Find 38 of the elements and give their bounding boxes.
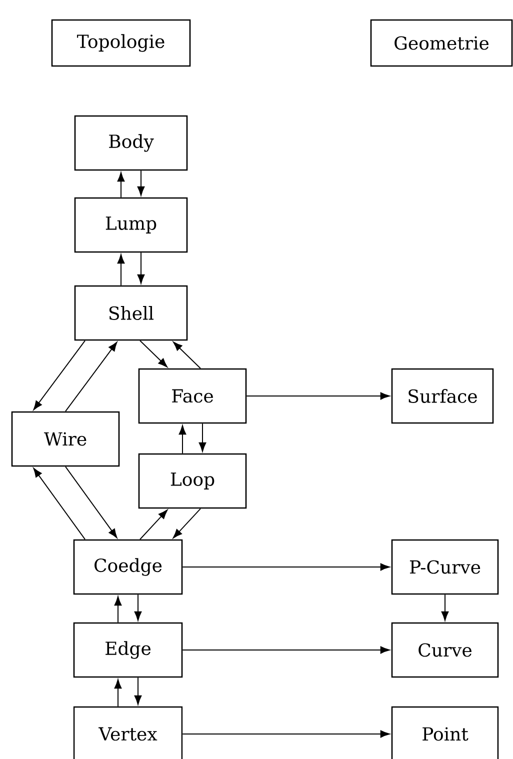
entity-box: P-Curve [391, 539, 499, 595]
arrow [117, 172, 125, 198]
arrow [182, 646, 390, 654]
arrow [198, 423, 206, 452]
arrow [33, 468, 86, 540]
arrow [441, 594, 449, 621]
arrow [117, 254, 125, 286]
arrow [173, 342, 201, 369]
arrow [182, 730, 390, 738]
arrow [65, 342, 118, 412]
entity-box: Vertex [73, 706, 183, 759]
entity-box: Lump [74, 197, 188, 253]
arrow [33, 340, 86, 410]
arrow [140, 510, 168, 540]
entity-box: Body [74, 115, 188, 171]
entity-box: Shell [74, 285, 188, 341]
arrow [134, 677, 142, 705]
arrow [140, 340, 168, 368]
arrow [65, 466, 118, 538]
entity-box: Coedge [73, 539, 183, 595]
heading-box: Topologie [51, 19, 191, 67]
entity-box: Point [391, 706, 499, 759]
arrow [137, 170, 145, 196]
arrow [114, 596, 122, 623]
entity-box: Curve [391, 622, 499, 678]
arrow [246, 392, 390, 400]
arrow [134, 594, 142, 621]
arrow [172, 508, 201, 538]
entity-box: Loop [138, 453, 247, 509]
entity-box: Wire [11, 411, 120, 467]
entity-box: Edge [73, 622, 183, 678]
entity-box: Surface [391, 368, 494, 424]
arrow [178, 425, 186, 454]
heading-box: Geometrie [370, 19, 513, 67]
arrow [137, 252, 145, 284]
entity-box: Face [138, 368, 247, 424]
arrow [182, 563, 390, 571]
arrow [114, 679, 122, 707]
